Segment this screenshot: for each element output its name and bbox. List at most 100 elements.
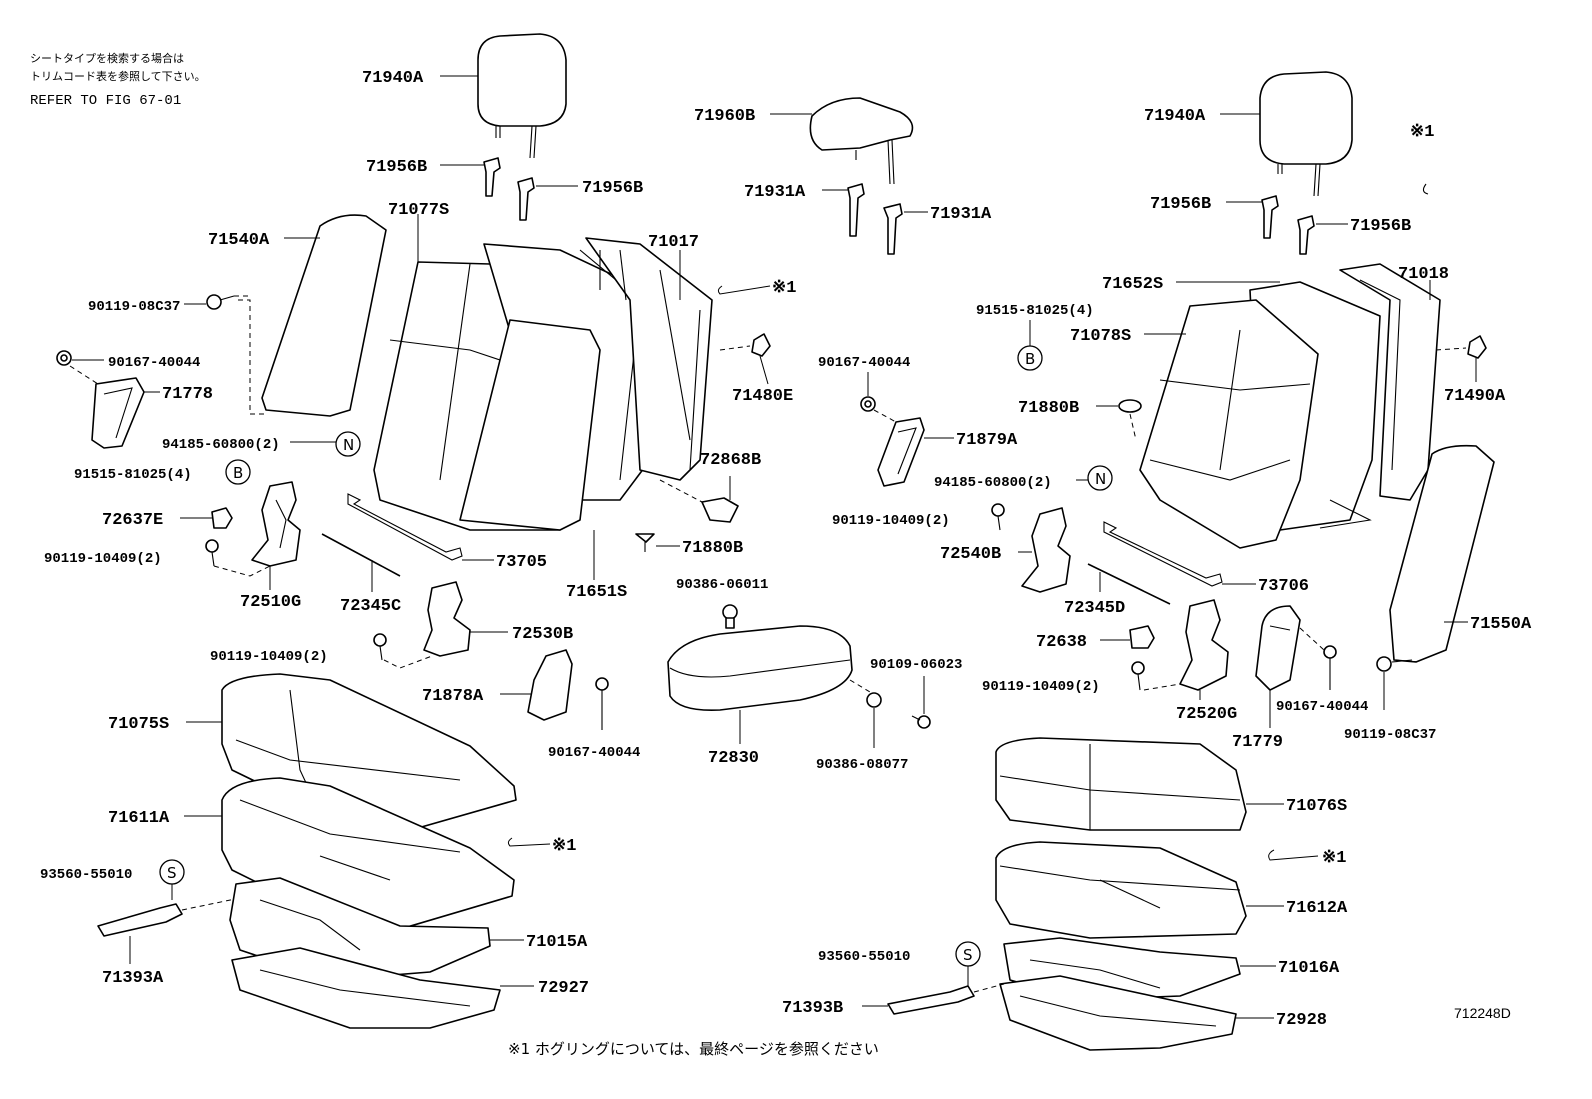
label-90119-10409-right-1: 90119-10409(2) bbox=[832, 513, 950, 529]
side-bolster-left bbox=[261, 214, 387, 417]
callout-B-left: B bbox=[233, 464, 243, 482]
label-71880B-center: 71880B bbox=[682, 539, 743, 558]
label-71960B: 71960B bbox=[694, 107, 755, 126]
label-71778: 71778 bbox=[162, 385, 213, 404]
clip-71880B-center bbox=[635, 533, 655, 552]
search-note-line2: トリムコード表を参照して下さい。 bbox=[30, 69, 206, 83]
label-71480E: 71480E bbox=[732, 387, 793, 406]
label-72510G: 72510G bbox=[240, 593, 301, 612]
recliner-hinge-72540B bbox=[1021, 507, 1071, 593]
label-71611A: 71611A bbox=[108, 809, 170, 828]
label-71393A: 71393A bbox=[102, 969, 164, 988]
recliner-knob-72637E bbox=[211, 507, 233, 529]
label-94185-60800-right: 94185-60800(2) bbox=[934, 475, 1052, 491]
headrest-right bbox=[1259, 71, 1353, 197]
wire-73705 bbox=[347, 493, 463, 561]
label-72830: 72830 bbox=[708, 749, 759, 768]
recliner-knob-72638 bbox=[1129, 625, 1155, 649]
bolt-90119-08C37-left bbox=[206, 294, 235, 310]
callout-N-right-circle bbox=[1087, 465, 1113, 491]
label-90167-40044-left-2: 90167-40044 bbox=[548, 745, 640, 761]
label-71018: 71018 bbox=[1398, 265, 1449, 284]
headrest-support-right-2 bbox=[1297, 215, 1315, 255]
hog-ring-footnote: ※1 ホグリングについては、最終ページを参照ください bbox=[508, 1040, 879, 1058]
recliner-hinge-72530B bbox=[423, 581, 471, 657]
label-71612A: 71612A bbox=[1286, 899, 1348, 918]
clip-90167-40044-right-1 bbox=[860, 396, 876, 412]
label-71931A-1: 71931A bbox=[744, 183, 806, 202]
clip-90167-40044-left-2 bbox=[595, 677, 609, 730]
label-71651S: 71651S bbox=[566, 583, 627, 602]
label-71016A: 71016A bbox=[1278, 959, 1340, 978]
label-71077S: 71077S bbox=[388, 201, 449, 220]
label-72927: 72927 bbox=[538, 979, 589, 998]
rod-72345C bbox=[321, 533, 401, 577]
recliner-cover-71878A bbox=[527, 649, 573, 721]
clip-90167-40044-right-2 bbox=[1323, 645, 1337, 690]
label-90119-10409-left-2: 90119-10409(2) bbox=[210, 649, 328, 665]
label-90386-06011: 90386-06011 bbox=[676, 577, 768, 593]
recliner-hinge-72520G bbox=[1179, 599, 1229, 691]
label-71879A: 71879A bbox=[956, 431, 1018, 450]
callout-S-right: S bbox=[963, 946, 973, 964]
ref1-seatback-left: ※1 bbox=[772, 279, 796, 298]
ref1-cushion-left: ※1 bbox=[552, 837, 576, 856]
clip-71880B-right bbox=[1118, 399, 1142, 413]
label-71550A: 71550A bbox=[1470, 615, 1532, 634]
ref1-cushion-right: ※1 bbox=[1322, 849, 1346, 868]
recliner-hinge-72510G bbox=[251, 481, 301, 567]
label-93560-55010-left: 93560-55010 bbox=[40, 867, 132, 883]
label-71880B-right: 71880B bbox=[1018, 399, 1079, 418]
seat-cushion-cover-right bbox=[995, 737, 1247, 831]
bolt-90119-10409-right-2 bbox=[1131, 661, 1145, 691]
label-90386-08077: 90386-08077 bbox=[816, 757, 908, 773]
label-72638: 72638 bbox=[1036, 633, 1087, 652]
label-90119-10409-left-1: 90119-10409(2) bbox=[44, 551, 162, 567]
label-71956B-left-1: 71956B bbox=[366, 158, 427, 177]
label-90167-40044-right-1: 90167-40044 bbox=[818, 355, 910, 371]
label-72928: 72928 bbox=[1276, 1011, 1327, 1030]
seat-frame-left bbox=[229, 877, 501, 1029]
label-72540B: 72540B bbox=[940, 545, 1001, 564]
callout-N-right: N bbox=[1095, 470, 1106, 488]
label-90119-08C37-left: 90119-08C37 bbox=[88, 299, 180, 315]
label-71076S: 71076S bbox=[1286, 797, 1347, 816]
label-71490A: 71490A bbox=[1444, 387, 1506, 406]
bolt-90119-10409-right-1 bbox=[991, 503, 1005, 531]
figure-id: 712248D bbox=[1454, 1005, 1511, 1021]
label-73706: 73706 bbox=[1258, 577, 1309, 596]
callout-S-left: S bbox=[167, 864, 177, 882]
callout-B-right: B bbox=[1025, 350, 1035, 368]
refer-to-fig-link[interactable]: REFER TO FIG 67-01 bbox=[30, 93, 181, 109]
label-71878A: 71878A bbox=[422, 687, 484, 706]
label-71940A-left: 71940A bbox=[362, 69, 424, 88]
label-93560-55010-right: 93560-55010 bbox=[818, 949, 910, 965]
label-90119-10409-right-2: 90119-10409(2) bbox=[982, 679, 1100, 695]
callout-N-left-circle bbox=[335, 431, 361, 457]
seat-belt-strap-71393A bbox=[97, 903, 183, 937]
headrest-support-right-1 bbox=[1261, 195, 1279, 239]
cushion-90386-08077 bbox=[866, 692, 882, 708]
label-71779: 71779 bbox=[1232, 733, 1283, 752]
seatback-right bbox=[1139, 281, 1381, 549]
label-73705: 73705 bbox=[496, 553, 547, 572]
label-71956B-right-1: 71956B bbox=[1150, 195, 1211, 214]
label-71078S: 71078S bbox=[1070, 327, 1131, 346]
wire-73706 bbox=[1103, 521, 1223, 587]
label-72637E: 72637E bbox=[102, 511, 163, 530]
label-71017: 71017 bbox=[648, 233, 699, 252]
label-71652S: 71652S bbox=[1102, 275, 1163, 294]
label-71075S: 71075S bbox=[108, 715, 169, 734]
recliner-cover-71779 bbox=[1255, 605, 1301, 691]
callout-N-left: N bbox=[343, 436, 354, 454]
callout-B-right-circle bbox=[1017, 345, 1043, 371]
callout-B-left-circle bbox=[225, 459, 251, 485]
label-71931A-2: 71931A bbox=[930, 205, 992, 224]
bolt-90109-06023 bbox=[911, 715, 931, 729]
label-71015A: 71015A bbox=[526, 933, 588, 952]
bolt-90119-08C37-right bbox=[1376, 656, 1413, 672]
label-91515-81025-left: 91515-81025(4) bbox=[74, 467, 192, 483]
label-72345C: 72345C bbox=[340, 597, 401, 616]
label-71393B: 71393B bbox=[782, 999, 843, 1018]
label-90167-40044-left-1: 90167-40044 bbox=[108, 355, 200, 371]
